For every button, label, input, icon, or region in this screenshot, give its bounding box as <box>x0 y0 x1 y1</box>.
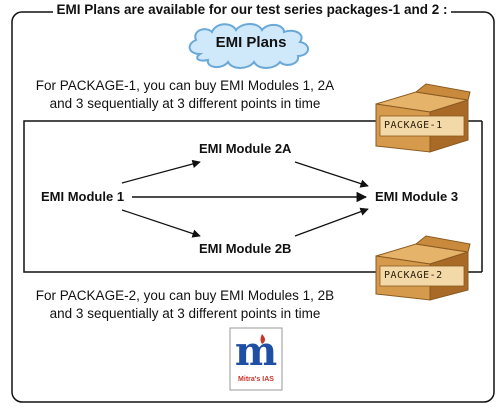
package2-description-line1: For PACKAGE-2, you can buy EMI Modules 1… <box>35 288 335 303</box>
package2-box-icon <box>375 235 471 301</box>
logo-caption: Mitra's IAS <box>238 376 274 383</box>
arrow-m2a-m3 <box>294 161 369 188</box>
package2-description: For PACKAGE-2, you can buy EMI Modules 1… <box>20 287 350 323</box>
node-emi-module-2a: EMI Module 2A <box>196 141 295 156</box>
package1-bracket <box>23 120 388 197</box>
package1-description: For PACKAGE-1, you can buy EMI Modules 1… <box>20 77 350 113</box>
cloud-shape <box>188 23 309 69</box>
node-emi-module-3: EMI Module 3 <box>372 189 462 204</box>
arrow-m1-m2a <box>121 159 201 184</box>
package2-bracket <box>23 197 388 273</box>
package1-description-line1: For PACKAGE-1, you can buy EMI Modules 1… <box>35 78 335 93</box>
node-emi-module-1: EMI Module 1 <box>38 189 128 204</box>
node-emi-module-2b: EMI Module 2B <box>196 241 295 256</box>
arrow-m2b-m3 <box>294 207 369 237</box>
arrow-m1-m2b <box>121 209 201 238</box>
package1-box-label: PACKAGE-1 <box>384 120 443 131</box>
package1-box-icon <box>375 83 471 153</box>
logo-mark: m <box>234 328 278 375</box>
header-title: EMI Plans are available for our test ser… <box>0 2 504 17</box>
package1-description-line2: and 3 sequentially at 3 different points… <box>49 96 321 111</box>
package2-box-label: PACKAGE-2 <box>384 270 443 281</box>
mitras-ias-logo <box>229 327 283 391</box>
package2-description-line2: and 3 sequentially at 3 different points… <box>49 306 321 321</box>
cloud-label: EMI Plans <box>215 34 287 51</box>
